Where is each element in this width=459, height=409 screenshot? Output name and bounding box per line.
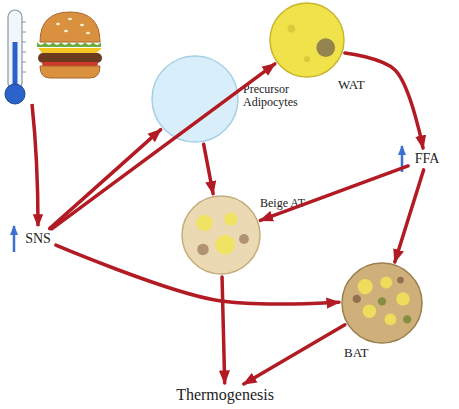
effect-arrow bbox=[56, 245, 339, 304]
effect-arrow bbox=[345, 53, 423, 148]
increase-arrow bbox=[13, 226, 16, 252]
sesame-seeds bbox=[56, 18, 90, 34]
lipid-droplet bbox=[288, 25, 296, 33]
burger-bottom-bun bbox=[40, 66, 100, 78]
sns-label: SNS bbox=[22, 230, 54, 248]
stimulus-arrow bbox=[32, 104, 38, 226]
thermometer-bulb bbox=[5, 84, 25, 104]
lipid-droplet bbox=[378, 297, 386, 305]
node-label: WAT bbox=[338, 78, 365, 92]
node-label: Thermogenesis bbox=[170, 385, 280, 405]
burger-top-bun bbox=[40, 12, 100, 42]
lipid-droplet bbox=[197, 244, 208, 255]
burger-patty bbox=[38, 53, 102, 63]
cell-outline bbox=[180, 195, 262, 275]
cell-outline bbox=[268, 2, 346, 78]
effect-arrow bbox=[244, 325, 345, 384]
lipid-droplet bbox=[385, 314, 397, 326]
node-label: BAT bbox=[344, 346, 369, 360]
lipid-droplet bbox=[304, 56, 310, 62]
precursor-cell: Precursor Adipocytes bbox=[150, 55, 240, 143]
lipid-droplet bbox=[224, 212, 237, 225]
bat-cell: BAT bbox=[340, 262, 424, 344]
lipid-droplet bbox=[358, 279, 373, 294]
lipid-droplet bbox=[380, 277, 392, 289]
effect-arrow bbox=[222, 277, 225, 383]
cell-body bbox=[342, 263, 422, 343]
lipid-droplet bbox=[363, 304, 376, 317]
cell-outline bbox=[150, 55, 240, 143]
burger-tomato bbox=[42, 62, 98, 66]
burger-lettuce bbox=[37, 42, 101, 47]
lipid-droplet bbox=[397, 277, 404, 284]
cell-body bbox=[182, 196, 260, 274]
cell-body bbox=[270, 3, 344, 77]
node-label: SNS bbox=[22, 230, 54, 248]
beige-cell: Beige AT bbox=[180, 195, 262, 275]
cell-body bbox=[152, 56, 238, 142]
wat-cell: WAT bbox=[268, 2, 346, 78]
lipid-droplet bbox=[215, 235, 235, 255]
thermometer-icon bbox=[5, 10, 26, 104]
effect-arrow bbox=[52, 64, 275, 229]
cell-outline bbox=[340, 262, 424, 344]
lipid-droplet bbox=[403, 315, 411, 323]
outcome-label: Thermogenesis bbox=[170, 385, 280, 405]
lipid-droplet bbox=[239, 234, 249, 244]
lipid-droplet bbox=[316, 38, 335, 57]
effect-arrow bbox=[260, 166, 408, 220]
lipid-droplet bbox=[196, 215, 212, 231]
node-label: Beige AT bbox=[260, 197, 305, 210]
node-label: Precursor Adipocytes bbox=[243, 83, 315, 109]
lipid-droplet bbox=[353, 295, 361, 303]
thermometer-scale bbox=[22, 22, 26, 72]
effect-arrow bbox=[50, 130, 161, 229]
ffa-label: FFA bbox=[410, 150, 444, 168]
burger-icon bbox=[37, 12, 102, 78]
increase-arrow bbox=[401, 146, 404, 172]
node-label: FFA bbox=[410, 150, 444, 168]
effect-arrow bbox=[204, 144, 213, 194]
effect-arrow bbox=[395, 170, 424, 262]
lipid-droplet bbox=[396, 292, 409, 305]
